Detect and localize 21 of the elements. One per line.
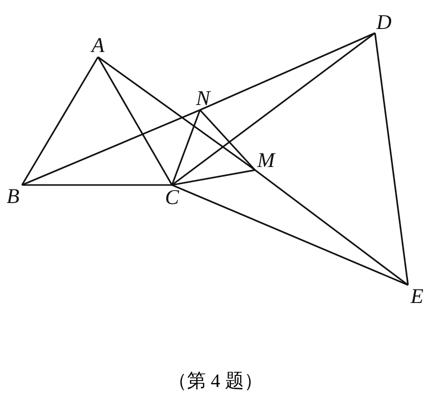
- line-segment: [200, 32, 376, 111]
- line-segment: [199, 109, 256, 171]
- line-segment: [21, 56, 99, 186]
- line-segment: [98, 56, 256, 171]
- point-label: E: [408, 285, 426, 307]
- point-label: N: [194, 87, 212, 109]
- line-segment: [172, 32, 376, 186]
- point-label: A: [89, 34, 107, 56]
- line-segment: [254, 169, 408, 286]
- point-label: B: [4, 185, 22, 207]
- line-segment: [22, 109, 200, 186]
- line-segment: [172, 184, 408, 286]
- line-segment: [171, 110, 201, 186]
- point-label: D: [375, 11, 393, 33]
- point-label: M: [257, 149, 275, 171]
- caption: （第 4 题）: [167, 370, 264, 394]
- line-segment: [22, 184, 172, 186]
- line-segment: [374, 32, 409, 286]
- point-label: C: [163, 186, 181, 208]
- line-segment: [97, 56, 173, 186]
- line-segment: [172, 169, 256, 186]
